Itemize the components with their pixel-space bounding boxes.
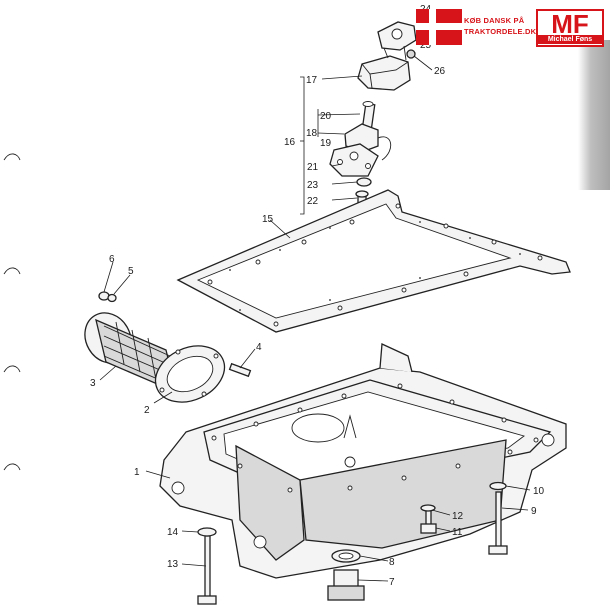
danish-flag-icon [416, 9, 462, 45]
callout-9: 9 [531, 506, 537, 517]
oil-sump [159, 343, 567, 579]
callout-15: 15 [262, 214, 274, 225]
callout-4: 4 [256, 342, 262, 353]
callout-19: 19 [320, 138, 332, 149]
pump-housing [357, 21, 417, 91]
callout-26: 26 [434, 66, 446, 77]
callout-21: 21 [307, 162, 319, 173]
callout-6: 6 [109, 254, 115, 265]
callout-18: 18 [306, 128, 318, 139]
fasteners [197, 481, 508, 605]
sump-gasket [176, 189, 571, 333]
callout-14: 14 [167, 527, 179, 538]
mf-mark: MF [551, 9, 589, 39]
callout-25: 25 [420, 40, 432, 51]
leader-lines [99, 55, 531, 582]
mf-logo[interactable]: MF Michael Føns [536, 9, 604, 47]
callout-12: 12 [452, 511, 464, 522]
traktordele-text: KØB DANSK PÅ TRAKTORDELE.DK [464, 15, 536, 37]
mf-subtitle: Michael Føns [538, 35, 602, 44]
callout-20: 20 [320, 111, 332, 122]
callout-22: 22 [307, 196, 319, 207]
margin-marks [3, 153, 21, 471]
callout-numbers: 1 2 3 4 5 6 7 8 9 10 11 12 13 14 15 16 1… [90, 4, 545, 588]
traktordele-logo[interactable]: KØB DANSK PÅ TRAKTORDELE.DK [416, 9, 536, 47]
callout-10: 10 [533, 486, 545, 497]
traktordele-line1: KØB DANSK PÅ [464, 16, 525, 25]
callout-16: 16 [284, 137, 296, 148]
callout-7: 7 [389, 577, 395, 588]
traktordele-line2: TRAKTORDELE.DK [464, 27, 537, 36]
callout-1: 1 [134, 467, 140, 478]
callout-2: 2 [144, 405, 150, 416]
callout-11: 11 [452, 527, 463, 538]
callout-17: 17 [306, 75, 318, 86]
callout-13: 13 [167, 559, 179, 570]
scan-shadow [578, 40, 610, 190]
strainer-assembly [84, 291, 252, 403]
callout-5: 5 [128, 266, 134, 277]
oil-pickup [329, 101, 392, 204]
callout-8: 8 [389, 557, 395, 568]
callout-3: 3 [90, 378, 96, 389]
callout-23: 23 [307, 180, 319, 191]
